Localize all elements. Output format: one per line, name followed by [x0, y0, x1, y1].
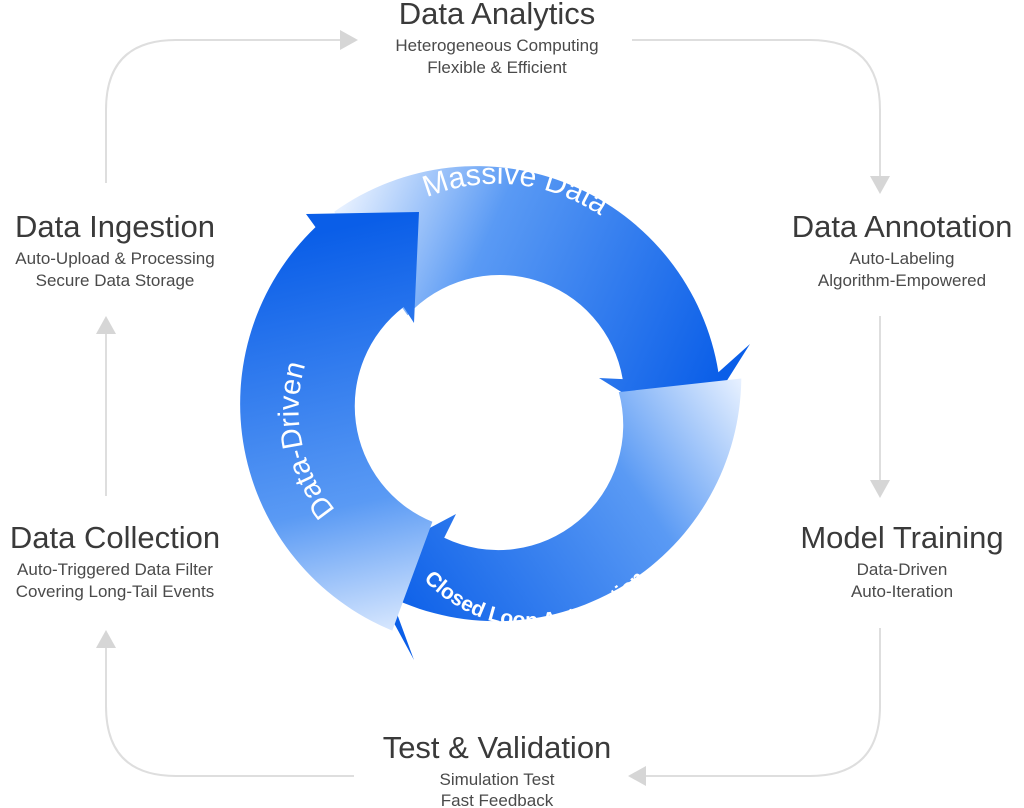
stage-data-annotation: Data Annotation Auto-Labeling Algorithm-…	[792, 209, 1013, 290]
arrow-up-icon	[96, 316, 116, 334]
stage-line: Covering Long-Tail Events	[16, 582, 214, 601]
stage-data-analytics: Data Analytics Heterogeneous Computing F…	[395, 0, 598, 77]
stage-line: Heterogeneous Computing	[395, 36, 598, 55]
stage-line: Auto-Iteration	[851, 582, 953, 601]
stage-data-ingestion: Data Ingestion Auto-Upload & Processing …	[15, 209, 215, 290]
cycle-ring: Massive Data Closed Loop Automation Data…	[240, 158, 750, 660]
ring-arrow-massive-data	[334, 166, 750, 436]
stage-title: Data Analytics	[399, 0, 595, 31]
arrow-left-icon	[628, 766, 646, 786]
stage-line: Fast Feedback	[441, 791, 554, 808]
stage-title: Model Training	[800, 520, 1003, 555]
stage-test-validation: Test & Validation Simulation Test Fast F…	[383, 730, 612, 808]
stage-line: Auto-Upload & Processing	[15, 249, 214, 268]
stage-model-training: Model Training Data-Driven Auto-Iteratio…	[800, 520, 1003, 601]
arrow-down-icon	[870, 176, 890, 194]
connectors	[96, 30, 890, 786]
stage-title: Test & Validation	[383, 730, 612, 765]
stage-title: Data Ingestion	[15, 209, 215, 244]
stage-line: Simulation Test	[440, 770, 555, 789]
stage-line: Algorithm-Empowered	[818, 271, 986, 290]
ring-arrow-closed-loop-automation	[362, 378, 742, 660]
stage-line: Auto-Labeling	[850, 249, 955, 268]
stage-title: Data Collection	[10, 520, 220, 555]
stage-data-collection: Data Collection Auto-Triggered Data Filt…	[10, 520, 220, 601]
stage-line: Data-Driven	[857, 560, 948, 579]
stage-line: Auto-Triggered Data Filter	[17, 560, 213, 579]
stage-line: Flexible & Efficient	[427, 58, 567, 77]
connector-training-to-test	[646, 628, 881, 777]
stage-title: Data Annotation	[792, 209, 1013, 244]
connector-ingestion-to-analytics	[105, 39, 340, 183]
ring-arrow-data-driven	[240, 212, 433, 631]
arrow-right-icon	[340, 30, 358, 50]
connector-test-to-collection	[105, 648, 354, 777]
connector-analytics-to-annotation	[632, 39, 881, 176]
arrow-down-icon	[870, 480, 890, 498]
stage-line: Secure Data Storage	[36, 271, 195, 290]
arrow-up-icon	[96, 630, 116, 648]
